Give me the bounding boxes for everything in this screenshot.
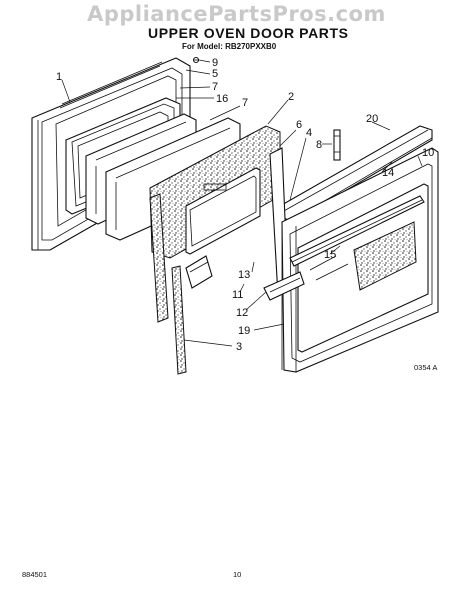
document-number: 884501 <box>22 570 48 579</box>
callout-16: 16 <box>216 93 228 105</box>
callout-8: 8 <box>316 139 322 151</box>
watermark: AppliancePartsPros.com <box>87 2 386 26</box>
door-bracket <box>185 255 213 289</box>
callout-7-upper: 7 <box>212 81 218 93</box>
insulation-panel <box>149 125 281 259</box>
callout-19: 19 <box>238 325 250 337</box>
figure-code: 0354 A <box>414 363 437 372</box>
door-handle <box>289 195 425 267</box>
door-gasket <box>149 193 187 375</box>
latch-part <box>333 129 341 161</box>
screw <box>192 56 200 64</box>
window-glass <box>297 183 429 353</box>
diagram-title: UPPER OVEN DOOR PARTS <box>148 25 349 41</box>
callout-leaders <box>61 59 423 347</box>
page-number: 10 <box>233 570 242 579</box>
callout-11: 11 <box>232 289 243 301</box>
door-hinge <box>263 271 305 301</box>
callout-14: 14 <box>382 167 394 179</box>
callout-13: 13 <box>238 269 250 281</box>
callout-6: 6 <box>296 119 302 131</box>
callout-4: 4 <box>306 127 312 139</box>
callout-7-lower: 7 <box>242 97 248 109</box>
callout-20: 20 <box>366 113 378 125</box>
callout-labels: 1 9 5 7 16 7 2 6 4 8 20 10 14 13 11 12 1… <box>56 57 437 372</box>
callout-10: 10 <box>422 147 434 159</box>
callout-5: 5 <box>212 68 218 80</box>
callout-2: 2 <box>288 91 294 103</box>
callout-3: 3 <box>236 341 242 353</box>
callout-12: 12 <box>236 307 248 319</box>
callout-9: 9 <box>212 57 218 69</box>
callout-1: 1 <box>56 71 62 83</box>
callout-15: 15 <box>324 249 336 261</box>
model-number: For Model: RB270PXXB0 <box>182 42 277 51</box>
